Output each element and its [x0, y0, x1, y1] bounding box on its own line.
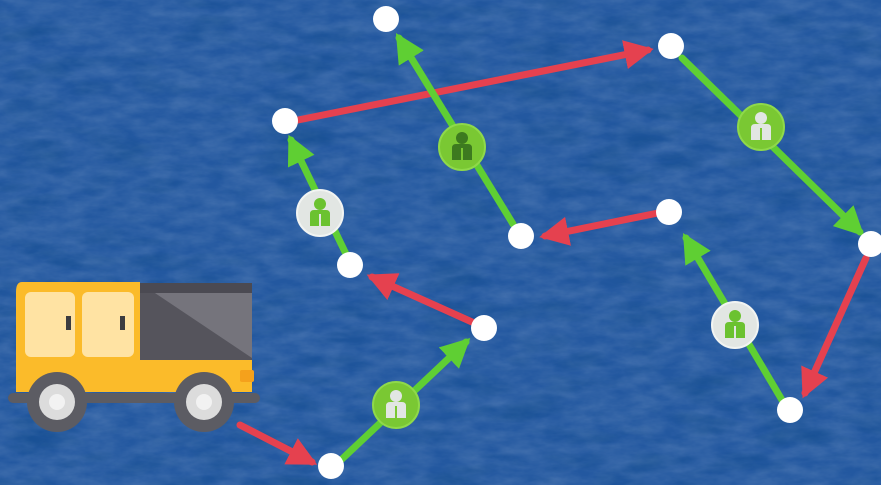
empty-leg	[801, 254, 870, 399]
stop-node	[658, 33, 684, 59]
stop-node	[373, 6, 399, 32]
stop-node	[858, 231, 881, 257]
passenger-icon	[296, 189, 344, 237]
delivery-van-icon	[8, 282, 260, 432]
stop-node	[656, 199, 682, 225]
empty-leg	[294, 40, 654, 124]
empty-leg	[539, 209, 662, 246]
passenger-icon	[737, 103, 785, 151]
passenger-icon	[438, 123, 486, 171]
stop-node	[508, 223, 534, 249]
empty-leg	[366, 273, 476, 326]
stop-node	[337, 252, 363, 278]
passenger-icon	[711, 301, 759, 349]
route-stops	[272, 6, 881, 479]
stop-node	[471, 315, 497, 341]
stop-node	[318, 453, 344, 479]
passenger-icon	[372, 381, 420, 429]
stop-node	[777, 397, 803, 423]
empty-leg	[236, 421, 318, 466]
stop-node	[272, 108, 298, 134]
passenger-badges	[296, 103, 785, 429]
